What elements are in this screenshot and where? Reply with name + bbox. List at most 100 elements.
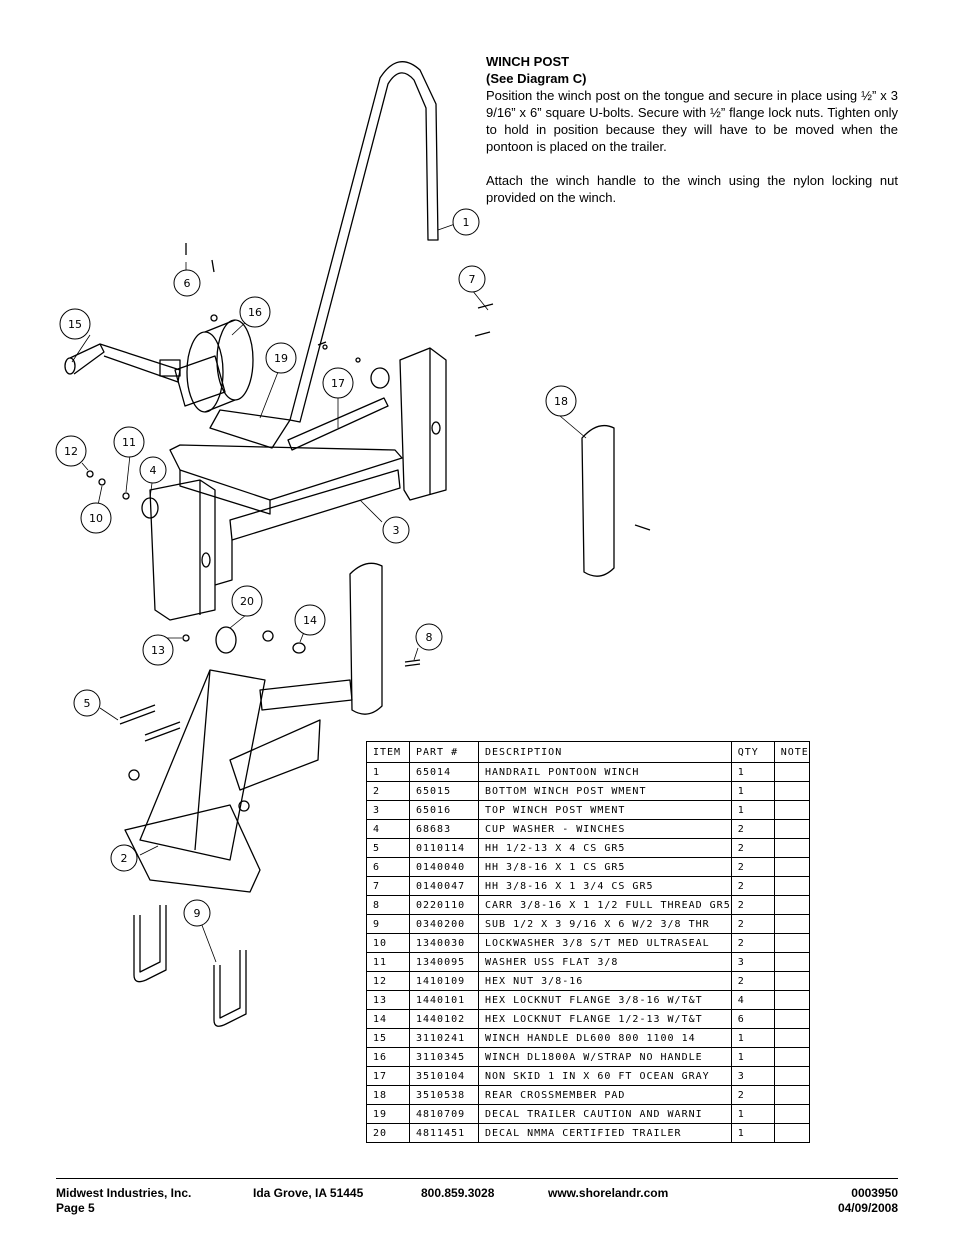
cell-description: TOP WINCH POST WMENT — [478, 800, 732, 820]
cell-part-number: 1340095 — [409, 952, 479, 972]
header-item: ITEM — [366, 741, 410, 763]
svg-text:9: 9 — [194, 907, 201, 920]
cell-item: 2 — [366, 781, 410, 801]
callout-11: 11 — [113, 426, 145, 458]
cell-qty: 3 — [730, 952, 775, 972]
cell-part-number: 3510538 — [409, 1085, 479, 1105]
winch-handle-part — [64, 343, 181, 383]
cell-note — [773, 762, 810, 782]
cell-item: 1 — [366, 762, 410, 782]
callout-12: 12 — [55, 435, 87, 467]
cell-note — [773, 1104, 810, 1124]
cell-part-number: 65016 — [409, 800, 479, 820]
cell-qty: 2 — [730, 971, 775, 991]
cell-item: 3 — [366, 800, 410, 820]
cell-description: HEX LOCKNUT FLANGE 1/2-13 W/T&T — [478, 1009, 732, 1029]
cell-note — [773, 876, 810, 896]
header-note: NOTE — [773, 741, 810, 763]
cell-description: WASHER USS FLAT 3/8 — [478, 952, 732, 972]
svg-text:13: 13 — [151, 644, 165, 657]
cell-note — [773, 1085, 810, 1105]
cell-note — [773, 895, 810, 915]
cell-qty: 1 — [730, 762, 775, 782]
cell-note — [773, 1028, 810, 1048]
cell-qty: 2 — [730, 895, 775, 915]
cell-item: 12 — [366, 971, 410, 991]
cell-item: 20 — [366, 1123, 410, 1143]
callout-15: 15 — [59, 308, 91, 340]
footer-doc-number: 0003950 — [851, 1186, 898, 1200]
instruction-paragraph-2: Attach the winch handle to the winch usi… — [486, 173, 898, 205]
svg-text:11: 11 — [122, 436, 136, 449]
cell-item: 15 — [366, 1028, 410, 1048]
cell-part-number: 0340200 — [409, 914, 479, 934]
decal-part — [209, 409, 291, 449]
svg-text:15: 15 — [68, 318, 82, 331]
callout-18: 18 — [545, 385, 577, 417]
cell-description: HH 3/8-16 X 1 CS GR5 — [478, 857, 732, 877]
callout-13: 13 — [142, 634, 174, 666]
footer-website: www.shorelandr.com — [548, 1186, 669, 1200]
svg-text:19: 19 — [274, 352, 288, 365]
pad-part-upper — [581, 424, 615, 577]
cell-description: DECAL NMMA CERTIFIED TRAILER — [478, 1123, 732, 1143]
cell-description: CARR 3/8-16 X 1 1/2 FULL THREAD GR5 — [478, 895, 732, 915]
cell-description: NON SKID 1 IN X 60 FT OCEAN GRAY — [478, 1066, 732, 1086]
cell-item: 17 — [366, 1066, 410, 1086]
cell-part-number: 3510104 — [409, 1066, 479, 1086]
footer-company: Midwest Industries, Inc. — [56, 1186, 192, 1200]
callout-9: 9 — [183, 899, 211, 927]
callout-7: 7 — [458, 265, 486, 293]
cell-qty: 3 — [730, 1066, 775, 1086]
parts-table-header: ITEM PART # DESCRIPTION QTY NOTE — [366, 741, 810, 763]
cell-part-number: 3110345 — [409, 1047, 479, 1067]
cell-qty: 4 — [730, 990, 775, 1010]
cell-item: 10 — [366, 933, 410, 953]
svg-text:8: 8 — [426, 631, 433, 644]
svg-text:17: 17 — [331, 377, 345, 390]
callout-8: 8 — [415, 623, 443, 651]
hardware-bolts — [119, 243, 651, 742]
callout-3: 3 — [382, 516, 410, 544]
cell-note — [773, 781, 810, 801]
handrail-part — [289, 61, 439, 423]
cell-qty: 2 — [730, 857, 775, 877]
cell-part-number: 0220110 — [409, 895, 479, 915]
header-qty: QTY — [730, 741, 775, 763]
callout-5: 5 — [73, 689, 101, 717]
callout-2: 2 — [110, 844, 138, 872]
svg-text:16: 16 — [248, 306, 262, 319]
cell-description: LOCKWASHER 3/8 S/T MED ULTRASEAL — [478, 933, 732, 953]
svg-text:10: 10 — [89, 512, 103, 525]
cell-qty: 2 — [730, 819, 775, 839]
header-part: PART # — [409, 741, 479, 763]
cell-qty: 6 — [730, 1009, 775, 1029]
footer-page-number: Page 5 — [56, 1201, 95, 1215]
cell-qty: 2 — [730, 914, 775, 934]
cell-description: BOTTOM WINCH POST WMENT — [478, 781, 732, 801]
footer-divider — [56, 1178, 898, 1179]
cell-qty: 2 — [730, 838, 775, 858]
cell-description: DECAL TRAILER CAUTION AND WARNI — [478, 1104, 732, 1124]
cell-item: 4 — [366, 819, 410, 839]
cell-qty: 1 — [730, 800, 775, 820]
cell-item: 8 — [366, 895, 410, 915]
u-bolt-part-b — [213, 950, 247, 1027]
cell-note — [773, 971, 810, 991]
callout-10: 10 — [80, 502, 112, 534]
cell-item: 18 — [366, 1085, 410, 1105]
cell-part-number: 65014 — [409, 762, 479, 782]
cell-item: 11 — [366, 952, 410, 972]
footer-phone: 800.859.3028 — [421, 1186, 495, 1200]
